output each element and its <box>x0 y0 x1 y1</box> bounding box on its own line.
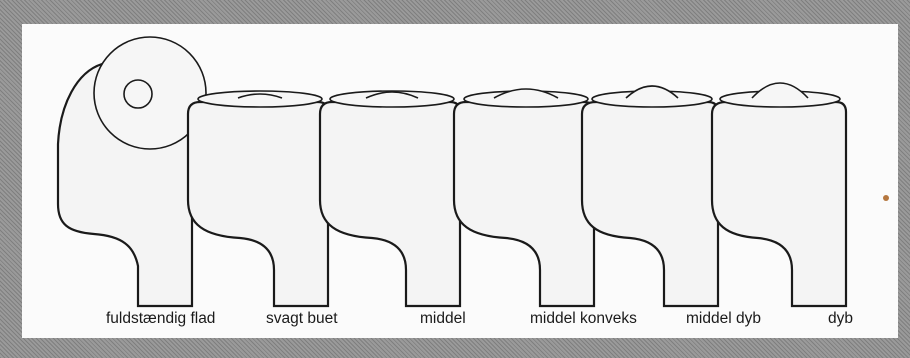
label-deep: dyb <box>828 310 853 328</box>
label-medium-deep: middel dyb <box>686 310 761 328</box>
label-medium: middel <box>420 310 466 328</box>
label-medium-convex: middel konveks <box>530 310 637 328</box>
profile-medium-convex <box>454 89 594 306</box>
profile-medium-deep <box>582 86 718 306</box>
flat-face-center <box>124 80 152 108</box>
profile-slightly-curved <box>188 91 328 306</box>
profile-medium <box>320 91 460 306</box>
profile-deep <box>712 83 846 306</box>
profile-flat <box>58 37 206 306</box>
figure-panel: fuldstændig flad svagt buet middel midde… <box>22 24 898 338</box>
label-slightly-curved: svagt buet <box>266 310 338 328</box>
stain-dot <box>883 195 889 201</box>
label-flat: fuldstændig flad <box>106 310 215 328</box>
profile-diagram <box>22 24 898 338</box>
